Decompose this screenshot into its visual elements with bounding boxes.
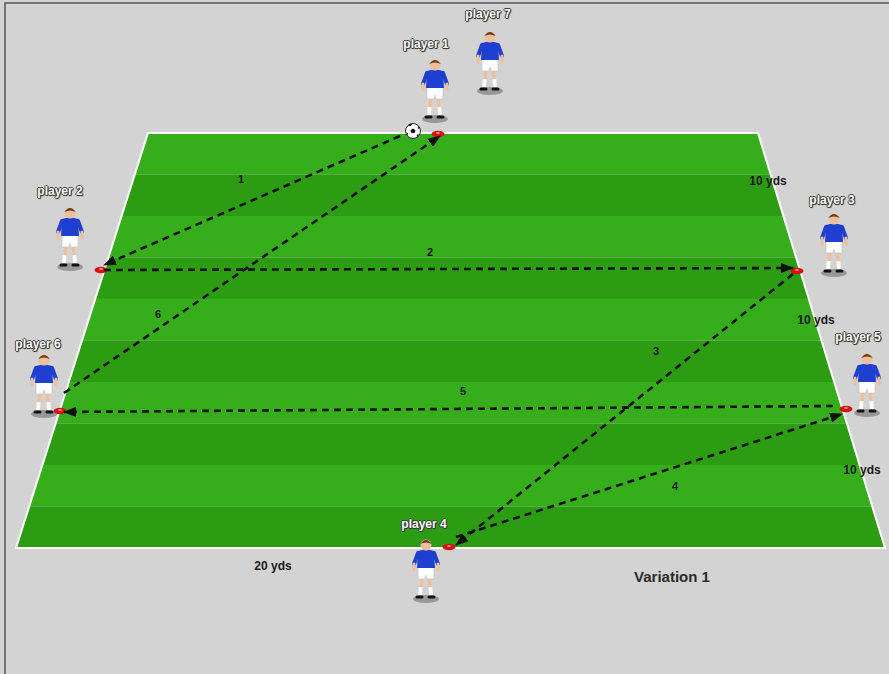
label-holder: 5 <box>460 385 466 398</box>
pass-arrow <box>64 136 440 393</box>
player-marker: player 7 <box>456 5 522 95</box>
player-marker: player 6 <box>12 335 64 414</box>
player-figure <box>57 208 83 272</box>
cone <box>840 406 853 412</box>
pass-arrow <box>104 136 400 265</box>
player-label: player 7 <box>465 7 510 21</box>
pass-arrow <box>64 406 833 412</box>
player-figure <box>422 60 448 124</box>
pass-number: 5 <box>460 385 466 398</box>
player-marker: player 4 <box>398 515 456 600</box>
player-figure <box>31 355 57 419</box>
player-label: player 2 <box>37 184 82 198</box>
pitch-stripes <box>0 133 889 549</box>
pass-number: 2 <box>427 246 433 259</box>
pitch-boundary <box>16 133 885 548</box>
player-label: player 3 <box>809 193 854 207</box>
pass-number: 4 <box>672 480 678 493</box>
cone <box>432 131 445 137</box>
dimension-label: 10 yds <box>843 463 880 477</box>
player-marker: player 5 <box>833 328 886 414</box>
player-marker: player 1 <box>394 35 456 136</box>
label-holder: 1 <box>238 173 244 186</box>
soccer-ball <box>406 124 421 139</box>
dimension-label: 10 yds <box>797 313 834 327</box>
label-holder: 4 <box>672 480 678 493</box>
player-label: player 5 <box>835 330 880 344</box>
player-figure <box>854 354 880 418</box>
label-holder: 10 yds <box>749 174 786 188</box>
player-figure <box>413 540 439 604</box>
player-label: player 4 <box>401 517 446 531</box>
pass-number: 1 <box>238 173 244 186</box>
dimension-label: 10 yds <box>749 174 786 188</box>
label-holder: 2 <box>427 246 433 259</box>
pass-number: 6 <box>155 308 161 321</box>
label-holder: 20 yds <box>254 559 291 573</box>
label-holder: 10 yds <box>797 313 834 327</box>
label-holder: Variation 1 <box>634 568 710 585</box>
pass-arrow <box>104 268 793 270</box>
player-figure <box>477 32 503 96</box>
variation-caption: Variation 1 <box>634 568 710 585</box>
player-marker: player 3 <box>793 191 864 274</box>
pass-number: 3 <box>653 345 659 358</box>
label-holder: 6 <box>155 308 161 321</box>
player-figure <box>821 214 847 278</box>
label-holder: 3 <box>653 345 659 358</box>
pass-arrow <box>456 414 842 537</box>
player-marker: player 2 <box>34 182 104 272</box>
label-holder: 10 yds <box>843 463 880 477</box>
player-label: player 1 <box>403 37 448 51</box>
player-label: player 6 <box>15 337 60 351</box>
cone <box>443 544 456 550</box>
dimension-label: 20 yds <box>254 559 291 573</box>
